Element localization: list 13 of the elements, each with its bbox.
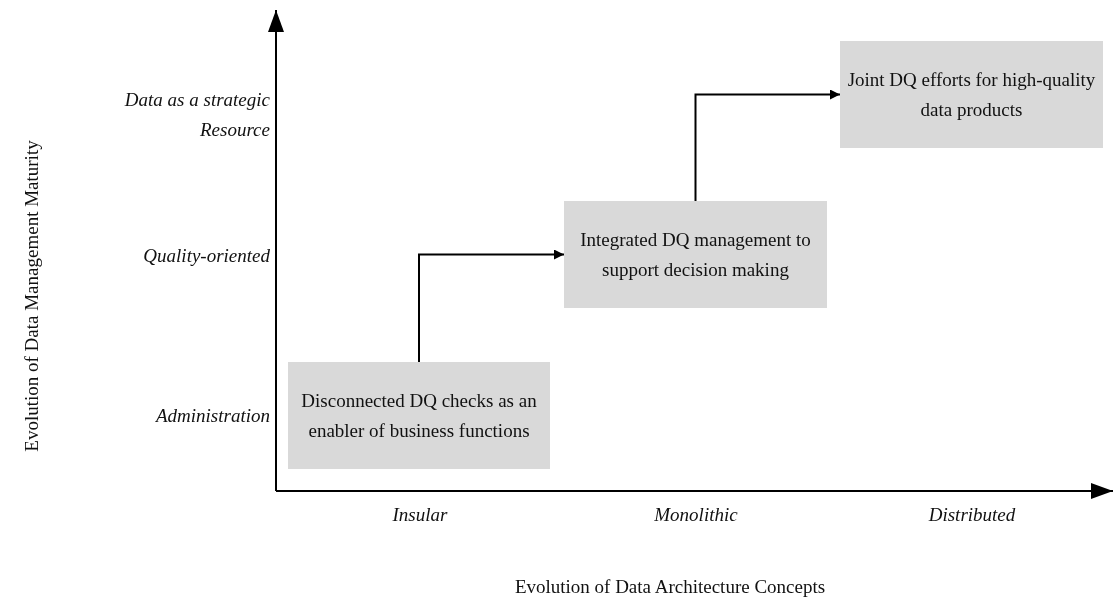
stage-box: Joint DQ efforts for high-quality data products — [840, 41, 1103, 148]
axis-tick-label: Quality-oriented — [142, 244, 270, 268]
axis-tick-label: Distributed — [927, 503, 1017, 527]
axis-tick-label: Data as a strategic Resource — [123, 88, 270, 142]
axis-tick-label: Monolithic — [653, 503, 739, 527]
arrow — [694, 89, 841, 202]
axis-title: Evolution of Data Management Maturity — [20, 139, 43, 454]
axis-tick-label: Administration — [154, 404, 270, 428]
axis-title: Evolution of Data Architecture Concepts — [513, 575, 827, 599]
stage-box: Disconnected DQ checks as an enabler of business functions — [288, 362, 550, 469]
axis-tick-label: Insular — [391, 503, 449, 527]
arrow — [418, 249, 565, 363]
stage-box: Integrated DQ management to support decision making — [564, 201, 827, 308]
